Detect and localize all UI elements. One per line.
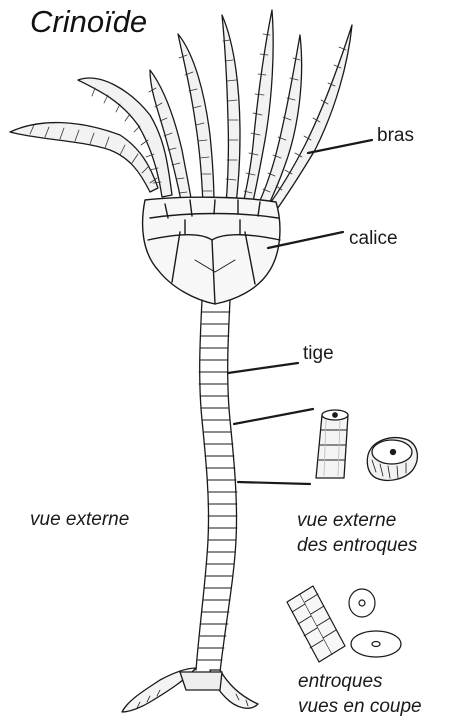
stem: [196, 300, 237, 672]
entroque-column: [316, 410, 348, 478]
label-vue-externe-entroques-line1: vue externe: [297, 510, 396, 532]
calyx: [143, 197, 280, 304]
arms: [10, 10, 352, 212]
entroque-section-column: [287, 586, 345, 662]
stem-segments: [198, 312, 237, 660]
arm-far-right: [268, 25, 352, 212]
holdfast: [122, 668, 258, 712]
page-title: Crinoïde: [30, 4, 147, 40]
label-entroques-coupe-line1: entroques: [298, 671, 383, 693]
label-vue-externe: vue externe: [30, 509, 129, 531]
label-entroques-coupe-line2: vues en coupe: [298, 696, 422, 718]
leader-tige: [228, 363, 298, 373]
label-bras: bras: [377, 125, 414, 147]
leader-entroque-top: [234, 409, 313, 424]
label-vue-externe-entroques-line2: des entroques: [297, 535, 417, 557]
entroque-section-circle: [349, 589, 375, 617]
label-tige: tige: [303, 343, 334, 365]
leader-entroque-bottom: [238, 482, 310, 484]
label-calice: calice: [349, 228, 398, 250]
arm-center: [222, 15, 240, 205]
stem-left-edge: [196, 300, 209, 670]
stem-right-edge: [220, 300, 237, 672]
entroque-section-ellipse: [351, 631, 401, 657]
entroque-disc: [367, 438, 417, 481]
